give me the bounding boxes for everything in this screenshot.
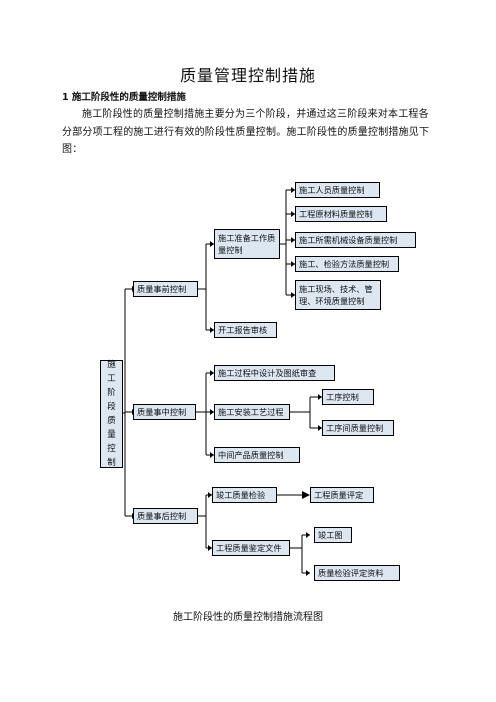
node-post-control: 质量事后控制 [133, 508, 198, 524]
node-design-drawing-review: 施工过程中设计及图纸审查 [214, 365, 335, 381]
node-intermediate-product-control: 中间产品质量控制 [214, 447, 300, 463]
node-completion-inspection: 竣工质量检验 [212, 487, 277, 503]
arrow-head [210, 409, 214, 415]
node-process-control: 工序控制 [322, 389, 374, 405]
node-site-environment-control: 施工现场、技术、管理、环境质量控制 [295, 280, 381, 310]
node-inter-process-control: 工序间质量控制 [322, 420, 394, 436]
arrow-head [318, 394, 322, 400]
arrow-head [208, 545, 212, 551]
node-mid-control: 质量事中控制 [133, 404, 196, 420]
arrow-head [208, 492, 212, 498]
arrow-head [306, 532, 310, 538]
root-char: 工 [107, 374, 116, 384]
arrow-head [210, 452, 214, 458]
root-node-construction-stage-quality-control: 施 工 阶 段 质 量 控 制 [100, 360, 123, 468]
arrow-head [210, 370, 214, 376]
arrow-head [302, 491, 310, 499]
node-pre-control: 质量事前控制 [133, 281, 198, 297]
arrow-head [291, 292, 295, 298]
arrow-head [306, 570, 310, 576]
arrow-head [210, 241, 214, 247]
root-char: 制 [107, 458, 116, 468]
node-commencement-report-review: 开工报告审核 [214, 322, 277, 338]
arrow-head [291, 187, 295, 193]
intro-paragraph: 施工阶段性的质量控制措施主要分为三个阶段，并通过这三阶段来对本工程各分部分项工程… [62, 109, 430, 155]
node-quality-evaluation: 工程质量评定 [310, 487, 374, 503]
root-char: 施 [107, 360, 116, 370]
arrow-head [210, 327, 214, 333]
root-char: 段 [107, 402, 116, 412]
page-title: 质量管理控制措施 [179, 66, 316, 85]
node-quality-appraisal-docs: 工程质量鉴定文件 [212, 540, 290, 556]
node-method-control: 施工、检验方法质量控制 [295, 256, 399, 272]
arrow-head [291, 237, 295, 243]
root-char: 阶 [107, 388, 116, 398]
root-char: 控 [107, 444, 116, 454]
node-inspection-records: 质量检验评定资料 [314, 565, 400, 581]
root-char: 量 [107, 430, 116, 440]
arrow-head [291, 211, 295, 217]
node-machinery-control: 施工所需机械设备质量控制 [295, 232, 416, 248]
section-heading: 1 施工阶段性的质量控制措施 [62, 92, 186, 103]
figure-caption: 施工阶段性的质量控制措施流程图 [173, 612, 323, 623]
node-as-built-drawing: 竣工图 [314, 527, 352, 543]
node-installation-process: 施工安装工艺过程 [214, 404, 290, 420]
node-prep-work-control: 施工准备工作质量控制 [214, 229, 280, 259]
arrow-head [291, 261, 295, 267]
arrow-head [318, 425, 322, 431]
node-personnel-control: 施工人员质量控制 [295, 182, 380, 198]
node-raw-material-control: 工程原材料质量控制 [295, 206, 387, 222]
root-char: 质 [107, 416, 116, 426]
